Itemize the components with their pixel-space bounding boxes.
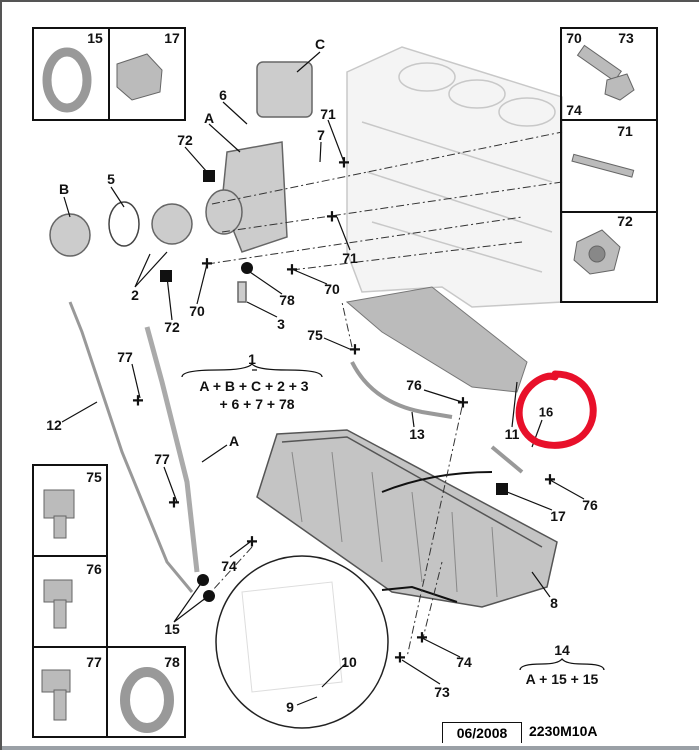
callout-76a: 76 xyxy=(406,377,422,393)
callout-7: 7 xyxy=(317,127,325,143)
kit14-brace xyxy=(519,657,605,671)
inset-label-75: 75 xyxy=(86,469,102,485)
inset-label-73: 73 xyxy=(618,30,634,46)
stiffener-plate xyxy=(345,286,528,393)
cross-markers: + + + + + + + + + + + + xyxy=(132,152,556,669)
svg-text:+: + xyxy=(394,647,406,669)
svg-text:+: + xyxy=(544,469,556,491)
callout-75: 75 xyxy=(307,327,323,343)
inset-part-17 xyxy=(108,27,186,121)
inset-label-78: 78 xyxy=(164,654,180,670)
callout-77a: 77 xyxy=(117,349,133,365)
svg-text:+: + xyxy=(132,390,144,412)
callout-3: 3 xyxy=(277,316,285,332)
inset-part-78 xyxy=(106,646,186,738)
oil-pan xyxy=(256,429,558,608)
dipstick xyxy=(68,301,194,593)
clip-nut-icon xyxy=(116,53,163,101)
svg-text:+: + xyxy=(201,253,213,275)
callout-2: 2 xyxy=(131,287,139,303)
callout-16: 16 xyxy=(538,404,554,420)
detail-circle xyxy=(215,555,389,729)
oil-return-pipe xyxy=(350,361,453,419)
inset-label-71: 71 xyxy=(617,123,633,139)
inset-part-72 xyxy=(560,211,658,303)
callout-70a: 70 xyxy=(189,303,205,319)
dipstick-tube xyxy=(144,326,200,573)
callout-72a: 72 xyxy=(177,132,193,148)
bolt-icon xyxy=(41,44,635,721)
callout-15: 15 xyxy=(164,621,180,637)
kit14-line1: A + 15 + 15 xyxy=(525,671,599,687)
inset-label-15: 15 xyxy=(87,30,103,46)
callout-11: 11 xyxy=(504,426,520,442)
callout-74a: 74 xyxy=(221,558,237,574)
callout-a-top: A xyxy=(203,110,215,126)
svg-text:+: + xyxy=(416,627,428,649)
callout-9: 9 xyxy=(286,699,294,715)
callout-c: C xyxy=(314,36,326,52)
kit14-number: 14 xyxy=(554,642,570,658)
highlight-circle xyxy=(515,370,597,449)
svg-text:+: + xyxy=(349,339,361,361)
kit1-line2: + 6 + 7 + 78 xyxy=(219,396,295,412)
svg-text:+: + xyxy=(246,531,258,553)
bottom-bar xyxy=(2,746,699,750)
o-ring-icon xyxy=(42,47,92,113)
inset-label-70: 70 xyxy=(566,30,582,46)
callout-5: 5 xyxy=(107,171,115,187)
callout-12: 12 xyxy=(46,417,62,433)
callout-71a: 71 xyxy=(320,106,336,122)
callout-70b: 70 xyxy=(324,281,340,297)
inset-label-77: 77 xyxy=(86,654,102,670)
svg-text:+: + xyxy=(338,152,350,174)
callout-13: 13 xyxy=(409,426,425,442)
callout-77b: 77 xyxy=(154,451,170,467)
callout-74b: 74 xyxy=(456,654,472,670)
callout-71b: 71 xyxy=(342,250,358,266)
kit1-number: 1 xyxy=(248,351,256,367)
inset-label-74: 74 xyxy=(566,102,582,118)
inset-label-76: 76 xyxy=(86,561,102,577)
callout-b: B xyxy=(58,181,70,197)
kit1-line1: A + B + C + 2 + 3 xyxy=(199,378,309,394)
kit1-brace xyxy=(181,362,323,378)
callout-10: 10 xyxy=(341,654,357,670)
svg-text:+: + xyxy=(168,492,180,514)
inset-label-17: 17 xyxy=(164,30,180,46)
callout-72b: 72 xyxy=(164,319,180,335)
callout-73: 73 xyxy=(434,684,450,700)
svg-text:+: + xyxy=(286,259,298,281)
callout-a-mid: A xyxy=(228,433,240,449)
diagram-date: 06/2008 xyxy=(442,722,522,743)
svg-text:+: + xyxy=(326,206,338,228)
callout-17: 17 xyxy=(550,508,566,524)
dot-markers xyxy=(197,262,253,602)
washer-icon xyxy=(120,667,174,733)
callout-78: 78 xyxy=(279,292,295,308)
reference-code: 2230M10A xyxy=(529,723,598,739)
svg-text:+: + xyxy=(457,392,469,414)
engine-block xyxy=(346,46,563,308)
callout-6: 6 xyxy=(219,87,227,103)
inset-label-72: 72 xyxy=(617,213,633,229)
square-markers xyxy=(160,170,508,495)
callout-76b: 76 xyxy=(582,497,598,513)
callout-8: 8 xyxy=(550,595,558,611)
